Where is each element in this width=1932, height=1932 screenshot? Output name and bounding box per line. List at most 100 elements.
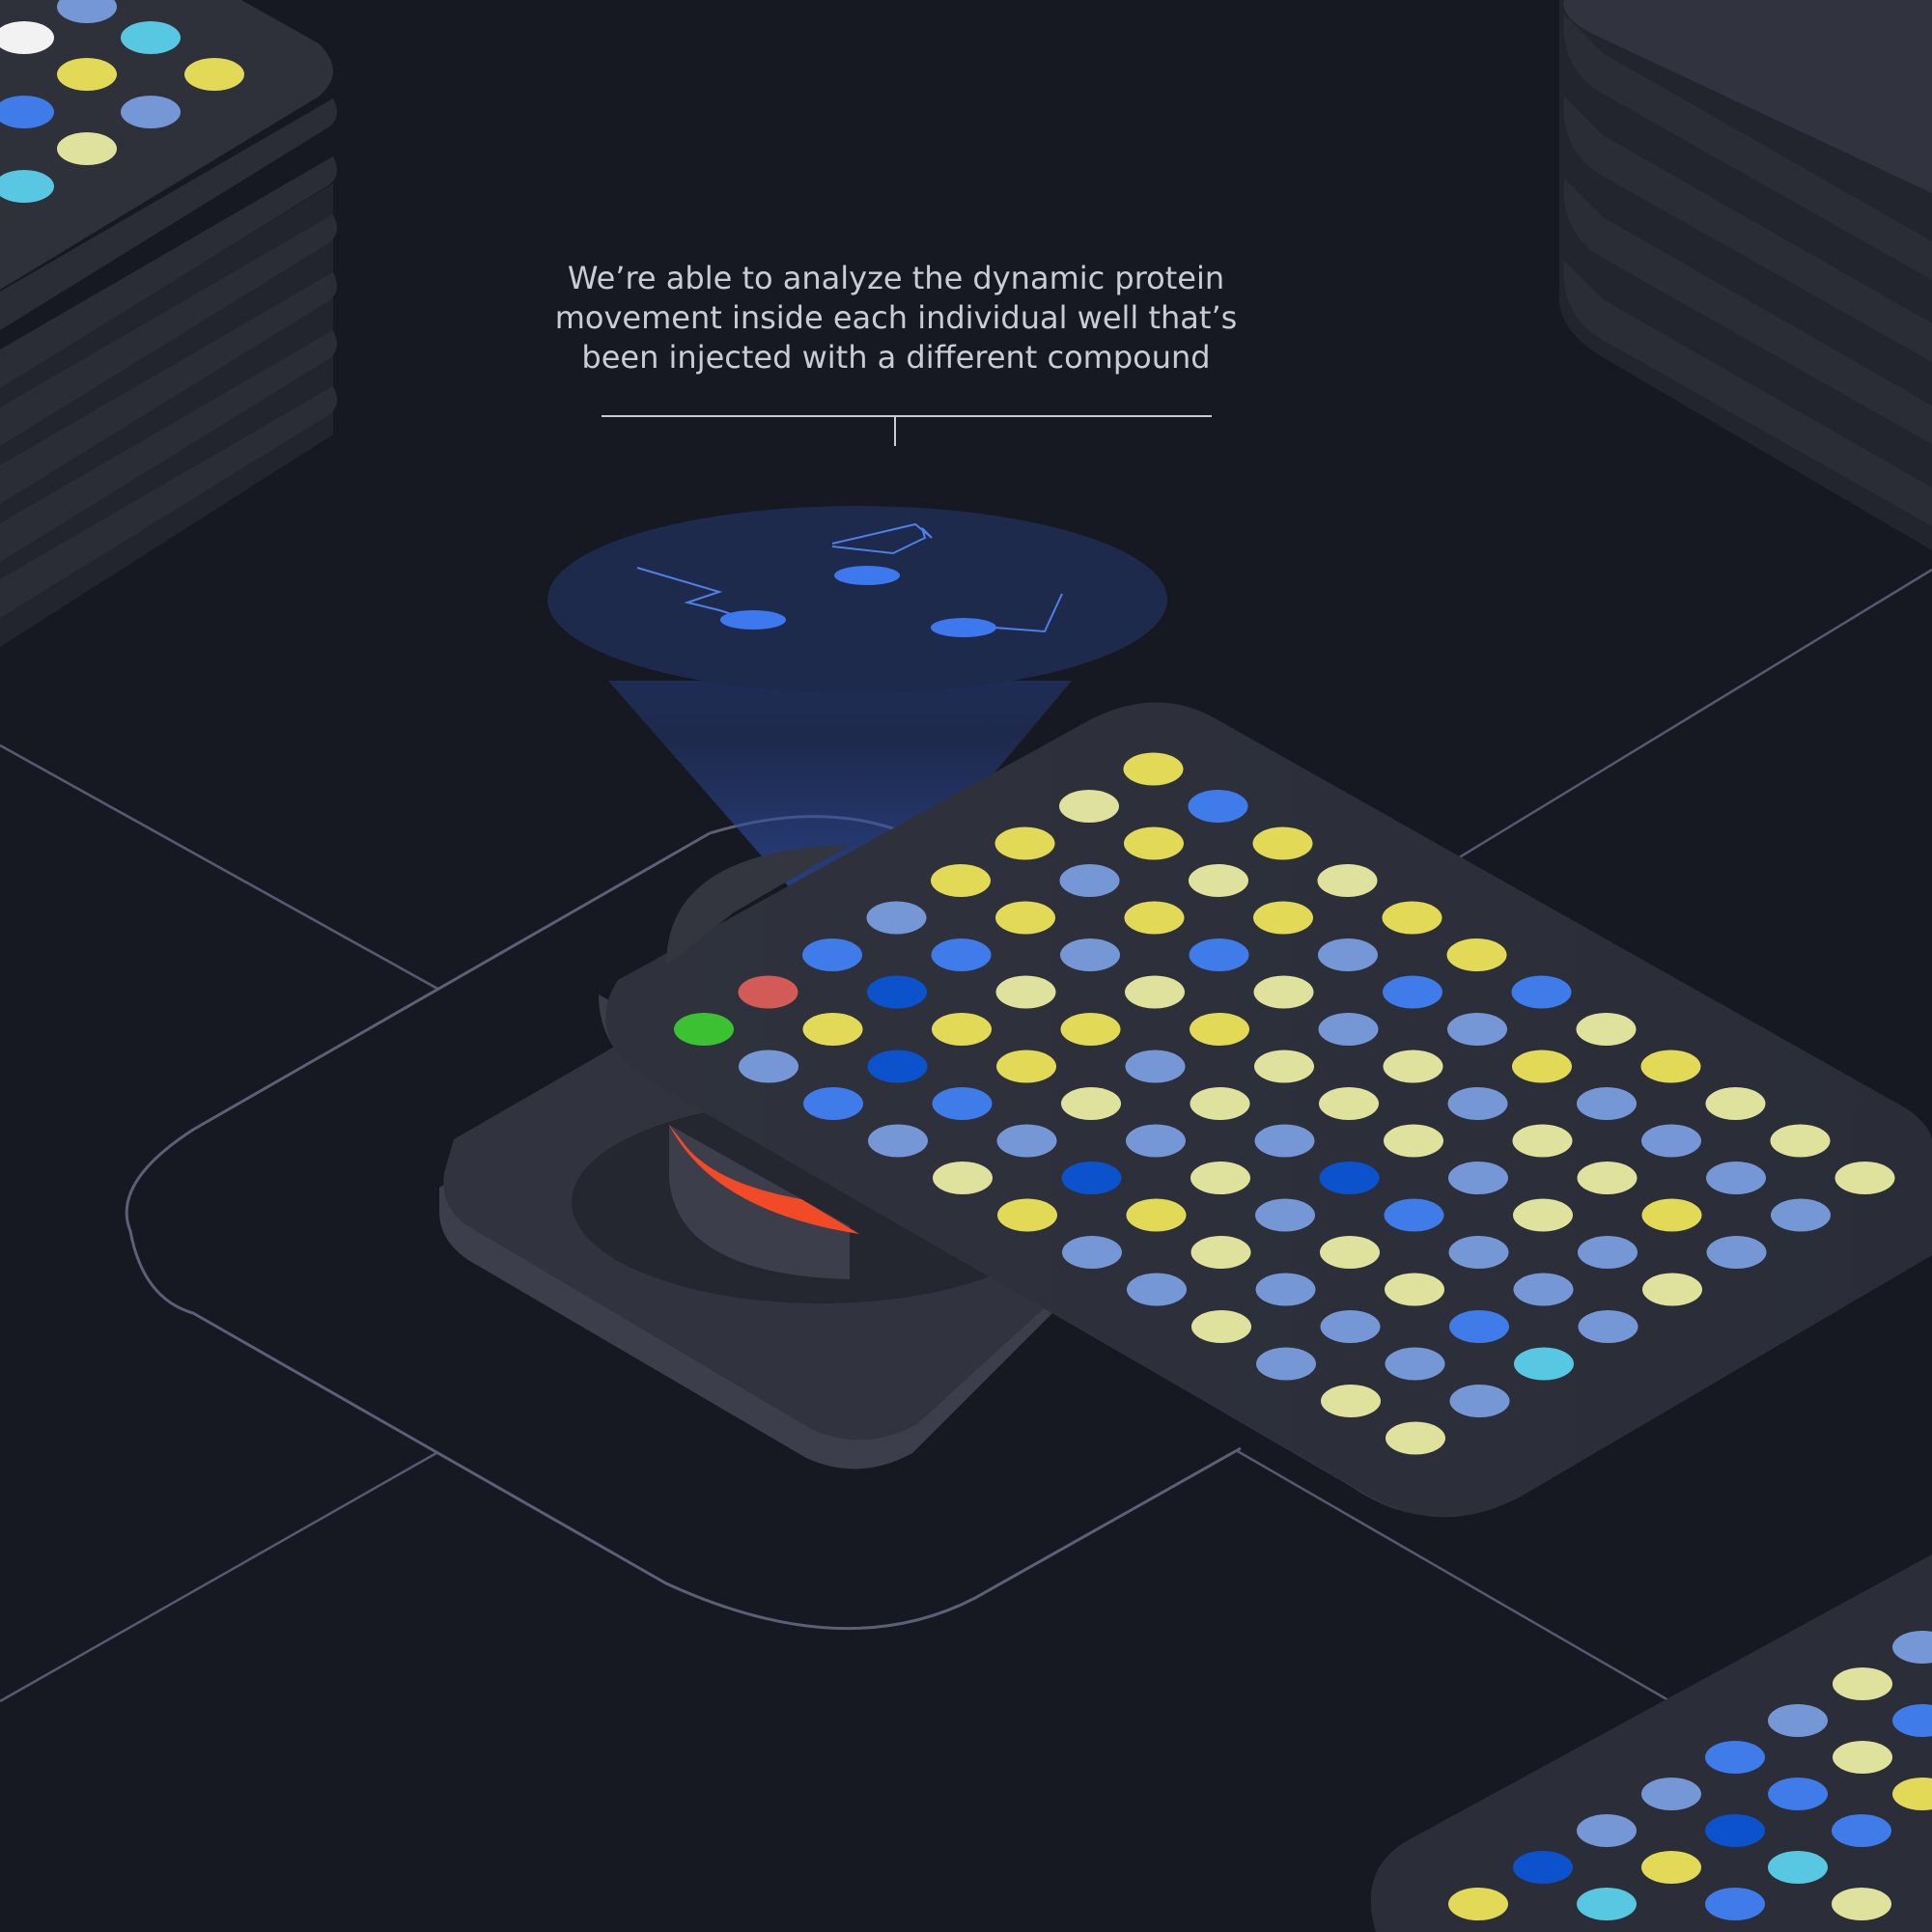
main-plate-well-85	[1578, 1236, 1638, 1269]
main-plate-well-3	[802, 938, 862, 971]
bottom-right-plate-well-12	[1768, 1851, 1828, 1884]
bottom-right-plate-well-7	[1705, 1741, 1765, 1774]
main-plate-well-41	[997, 1198, 1057, 1232]
bottom-right-plate-well-15	[1641, 1851, 1701, 1884]
main-plate-well-80	[1705, 1087, 1766, 1120]
main-plate-well-4	[866, 901, 927, 935]
main-plate-well-68	[1384, 1198, 1444, 1232]
bottom-right-plate-well-17	[1513, 1851, 1573, 1884]
main-plate-well-95	[1771, 1198, 1831, 1232]
plate-stack-top-right	[1558, 0, 1932, 550]
main-plate-well-5	[931, 864, 991, 897]
main-plate-well-6	[994, 826, 1055, 860]
main-plate-well-90	[1449, 1385, 1510, 1417]
plate-bottom-right	[1370, 1554, 1932, 1932]
main-plate-well-45	[1254, 1050, 1314, 1083]
main-plate-well-11	[867, 975, 927, 1009]
main-plate-well-78	[1577, 1162, 1638, 1194]
light-beam	[608, 681, 1072, 951]
main-plate-well-88	[1770, 1124, 1831, 1158]
main-plate-well-13	[995, 901, 1055, 935]
caption: We’re able to analyze the dynamic protei…	[502, 259, 1290, 378]
bottom-right-plate-well-8	[1768, 1778, 1828, 1810]
bottom-right-plate-well-19	[1448, 1888, 1508, 1920]
bottom-right-plate-well-16	[1705, 1888, 1765, 1920]
main-plate-well-30	[1189, 938, 1249, 971]
main-plate-well-91	[1514, 1347, 1574, 1381]
caption-line-1: We’re able to analyze the dynamic protei…	[567, 260, 1225, 296]
main-plate-well-23	[1189, 864, 1248, 897]
caption-line-2: movement inside each individual well tha…	[554, 299, 1238, 336]
main-plate-well-79	[1641, 1124, 1701, 1158]
main-plate-well-82	[1385, 1347, 1445, 1381]
main-plate-well-33	[933, 1162, 993, 1194]
main-plate-well-46	[1318, 1013, 1379, 1046]
main-plate-well-81	[1321, 1385, 1381, 1417]
main-plate-well-40	[1382, 901, 1442, 935]
protein-particle-3	[931, 618, 996, 637]
main-plate-well-7	[1059, 790, 1119, 823]
main-plate-well-28	[1060, 1013, 1121, 1046]
main-plate-well-70	[1512, 1124, 1573, 1158]
main-plate-well-43	[1126, 1124, 1186, 1158]
main-plate-well-27	[996, 1050, 1056, 1083]
main-plate-well-72	[1640, 1050, 1701, 1083]
reader-red-accent	[669, 1125, 859, 1234]
main-plate-well-1	[674, 1013, 734, 1046]
main-plate-well-19	[932, 1013, 992, 1046]
bottom-right-plate-well-4	[1768, 1704, 1828, 1737]
main-plate-well-49	[1062, 1236, 1122, 1269]
main-plate-well-42	[1061, 1162, 1122, 1194]
main-plate-well-54	[1383, 1050, 1443, 1083]
main-plate-well-36	[1125, 1050, 1186, 1083]
main-plate-well-61	[1384, 1124, 1443, 1158]
main-plate-well-24	[1252, 826, 1313, 860]
top-left-plate-well-6	[0, 96, 54, 128]
main-plate-well-17	[803, 1087, 863, 1120]
main-plate-well-15	[1124, 826, 1184, 860]
main-plate-well-9	[739, 1050, 798, 1083]
main-plate-well-53	[1319, 1087, 1379, 1120]
main-plate-well-59	[1255, 1198, 1315, 1232]
main-plate-well-44	[1190, 1087, 1250, 1120]
lens-disc	[547, 506, 1167, 693]
main-plate-well-64	[1576, 1013, 1637, 1046]
bottom-right-plate-well-13	[1832, 1888, 1891, 1920]
main-plate-well-52	[1254, 1124, 1315, 1158]
main-plate-well-69	[1448, 1162, 1508, 1194]
main-plate-well-67	[1320, 1236, 1380, 1269]
bottom-right-plate-well-18	[1577, 1888, 1637, 1920]
main-plate-well-16	[1188, 790, 1248, 823]
top-left-plate-well-7	[121, 96, 181, 128]
main-plate-well-29	[1125, 975, 1185, 1009]
main-plate-well-18	[867, 1050, 928, 1083]
bottom-right-plate-well-9	[1832, 1814, 1891, 1847]
main-plate-well-96	[1834, 1162, 1895, 1194]
main-plate-well-37	[1190, 1013, 1249, 1046]
main-plate-well-63	[1512, 1050, 1572, 1083]
main-plate-well-31	[1253, 901, 1313, 935]
main-plate-well-73	[1256, 1347, 1316, 1381]
main-plate-well-93	[1642, 1273, 1702, 1306]
main-plate-well-84	[1513, 1273, 1574, 1306]
bottom-right-plate-well-14	[1577, 1814, 1637, 1847]
main-plate-well-62	[1447, 1087, 1508, 1120]
bottom-right-plate-well-11	[1705, 1814, 1765, 1847]
main-plate-well-20	[995, 975, 1056, 1009]
main-plate-well-10	[802, 1013, 863, 1046]
protein-particle-2	[834, 566, 900, 585]
top-left-plate-well-5	[184, 58, 244, 91]
main-plate-well-22	[1124, 901, 1185, 935]
particle-path-3	[994, 593, 1063, 633]
main-plate-well-60	[1319, 1162, 1380, 1194]
bottom-right-plate-well-2	[1833, 1667, 1892, 1700]
main-plate-well-77	[1513, 1198, 1573, 1232]
main-well-plate	[599, 702, 1932, 1518]
main-plate-well-58	[1190, 1236, 1251, 1269]
main-plate-well-87	[1706, 1162, 1766, 1194]
main-plate-well-75	[1385, 1273, 1444, 1306]
main-plate-well-47	[1383, 975, 1442, 1009]
bottom-right-plate-well-10	[1641, 1778, 1701, 1810]
main-plate-well-12	[931, 938, 992, 971]
